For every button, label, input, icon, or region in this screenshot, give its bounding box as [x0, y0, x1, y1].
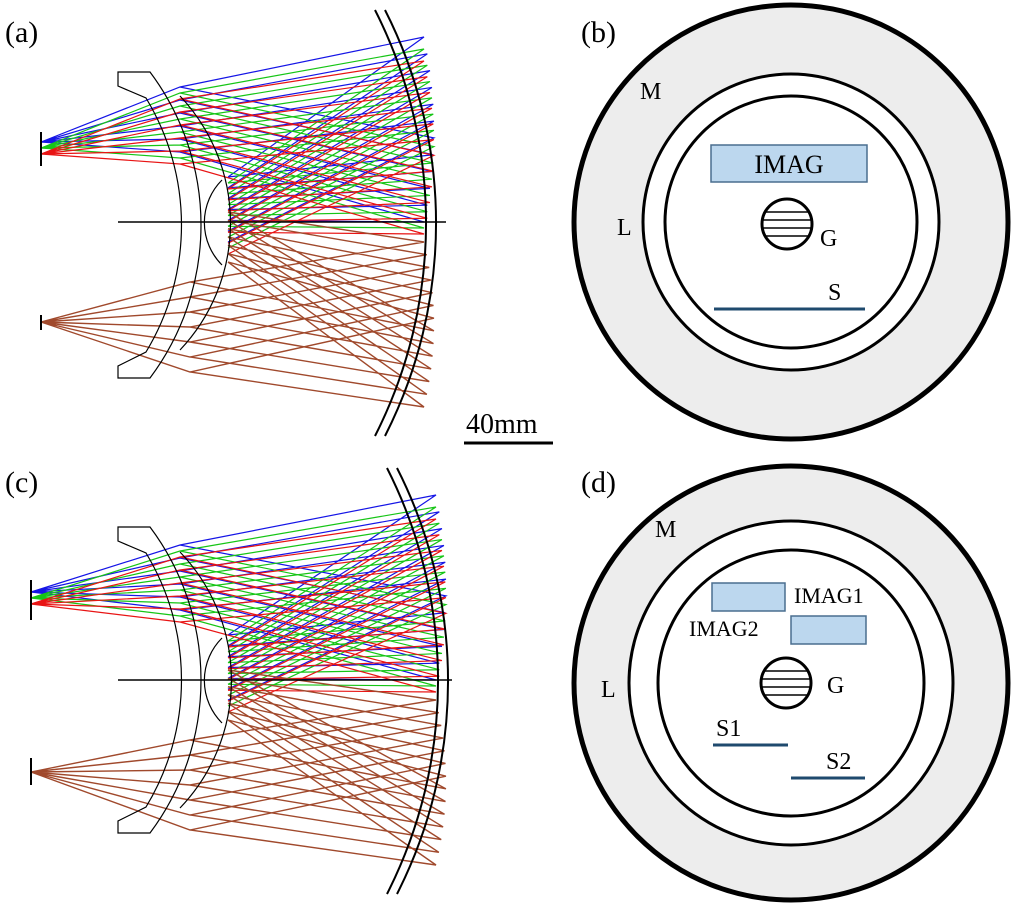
- lens-inner-surface-a: [179, 95, 231, 351]
- image-label-b: IMAG: [754, 150, 823, 179]
- lens-center-surface-c: [203, 637, 223, 724]
- panel-d-label: (d): [581, 466, 616, 499]
- lens-element-a: [117, 71, 202, 379]
- scale-bar-label: 40mm: [466, 409, 538, 440]
- panel-d: (d) IMAG1 IMAG2 G S1 S2 M L: [571, 463, 1011, 903]
- lens-label-d: L: [601, 677, 616, 703]
- lens-center-surface-a: [203, 179, 223, 266]
- grating-d: [759, 656, 813, 710]
- brown-ray-bundle-rays-a: [40, 211, 435, 408]
- spherical-mirror-back-c: [396, 467, 449, 895]
- slit-label-b: S: [828, 280, 841, 306]
- red-ray-bundle-rays-c: [30, 518, 448, 713]
- spherical-mirror-c: [386, 467, 439, 895]
- lens-element-c: [117, 526, 202, 834]
- panel-b: (b) IMAG G S M L: [571, 2, 1011, 442]
- slit2-label-d: S2: [826, 749, 851, 775]
- mirror-label-d: M: [655, 517, 676, 543]
- spherical-mirror-a: [374, 9, 427, 437]
- panel-a-label: (a): [5, 16, 38, 49]
- panel-b-label: (b): [581, 16, 616, 49]
- red-ray-bundle-rays-a: [40, 60, 436, 255]
- green-ray-bundle-rays-a: [40, 48, 436, 249]
- panel-c: (c): [5, 466, 452, 895]
- panel-a: (a): [5, 9, 446, 437]
- lens-inner-surface-c: [179, 551, 232, 809]
- mirror-label-b: M: [640, 79, 661, 105]
- lens-label-b: L: [617, 215, 632, 241]
- spherical-mirror-back-a: [384, 9, 437, 437]
- grating-b: [760, 197, 814, 251]
- image2-label-d: IMAG2: [689, 616, 759, 641]
- image1-region-d: [711, 582, 786, 612]
- image2-region-d: [790, 615, 867, 645]
- ray-trace-a: [40, 36, 436, 408]
- ray-trace-c: [30, 494, 448, 866]
- image1-label-d: IMAG1: [794, 583, 864, 608]
- grating-label-d: G: [827, 673, 844, 699]
- scale-bar: 40mm: [464, 409, 553, 445]
- image-region-b: [710, 144, 868, 183]
- panel-c-label: (c): [5, 466, 38, 499]
- grating-label-b: G: [820, 226, 837, 252]
- brown-ray-bundle-rays-c: [30, 669, 447, 866]
- slit1-label-d: S1: [716, 716, 741, 742]
